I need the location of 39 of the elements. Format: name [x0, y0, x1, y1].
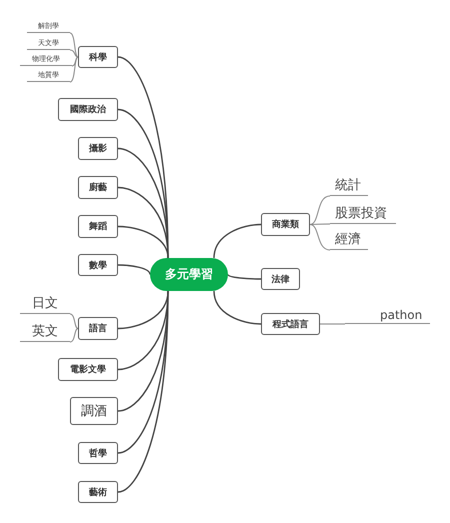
topic-box: 舞蹈: [78, 215, 118, 238]
connector: [213, 290, 262, 325]
topic-box: 調酒: [70, 397, 118, 425]
topic-box: 商業類: [261, 213, 310, 236]
connector: [70, 328, 78, 342]
topic-box: 科學: [78, 46, 118, 68]
connector: [70, 32, 78, 58]
connector: [118, 290, 169, 493]
connector: [118, 290, 169, 330]
connector: [213, 224, 262, 258]
topic-box: 法律: [261, 268, 300, 290]
connector: [70, 56, 78, 82]
connector: [72, 56, 78, 66]
subtopic-label: 股票投資: [330, 203, 396, 224]
topic-box: 藝術: [78, 481, 118, 503]
topic-box: 程式語言: [261, 313, 320, 335]
connector: [310, 224, 330, 250]
connector: [70, 50, 78, 58]
subtopic-label: 經濟: [330, 231, 368, 250]
topic-box: 哲學: [78, 442, 118, 464]
subtopic-label: 日文: [20, 294, 70, 314]
subtopic-label: 統計: [330, 178, 368, 196]
topic-box: 國際政治: [58, 98, 118, 121]
topic-box: 電影文學: [58, 358, 118, 381]
central-topic: 多元學習: [150, 258, 228, 291]
connector: [118, 290, 169, 412]
connector: [118, 264, 151, 275]
subtopic-label: 英文: [20, 320, 70, 342]
connector: [227, 274, 261, 280]
topic-box: 數學: [78, 254, 118, 276]
connector: [70, 314, 78, 329]
connector: [310, 224, 330, 225]
topic-box: 廚藝: [78, 176, 118, 199]
topic-box: 攝影: [78, 137, 118, 160]
connector: [310, 196, 330, 225]
connector: [118, 290, 169, 370]
connector: [118, 226, 169, 258]
topic-box: 語言: [78, 317, 118, 340]
subtopic-label: pathon: [345, 306, 430, 324]
